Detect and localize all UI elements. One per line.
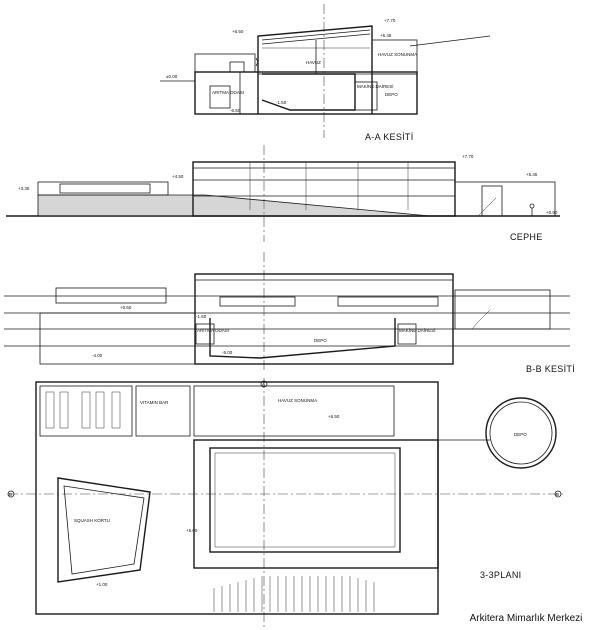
changing-hall [193,385,395,437]
room-label-squash: SQUASH KORTU [74,518,110,523]
axis-marker-a [260,380,268,388]
roof-line-2 [261,33,371,45]
left-wing-window [59,183,151,194]
stair-mark [255,57,259,67]
level-label: +5.45 [380,33,392,38]
annex-stair [477,197,497,217]
room-label-changing: HAVUZ SONUNMA [278,398,317,403]
pool-hall [193,439,439,569]
squash-court-inner [63,485,145,575]
locker [95,391,105,429]
left-wing [37,181,169,196]
level-label: +0.50 [546,210,558,215]
level-label: -1.50 [196,314,207,319]
changing-room-box [371,39,418,75]
axis-marker-b [7,490,15,498]
level-label: -1.50 [276,100,287,105]
roof-line [261,29,371,41]
level-label: +5.45 [526,172,538,177]
right-annex-bb [454,289,551,330]
axis-label-b: B [9,492,12,497]
level-label: +1.00 [96,582,108,587]
left-wing-bb [55,287,167,304]
window-band-right [337,296,439,307]
level-label: +6.50 [232,29,244,34]
axis-label-b-right: B [556,492,559,497]
section-bb: +0.50 -1.50 -5.00 -4.00 ARITMA ODASI MAK… [4,252,575,374]
room-label-treatment: ARITMA ODASI [212,90,244,95]
locker-room [39,385,133,437]
room-label-machine: MAKİNE DAİRESİ [399,327,436,333]
ground-line-right [409,35,491,47]
credit-watermark: Arkitera Mimarlık Merkezi [452,608,600,630]
pool-edge [214,452,396,548]
basement-left [39,312,196,365]
right-annex [454,181,556,217]
vitamin-bar-room [135,385,191,437]
annex-door [481,185,503,217]
locker [45,391,55,429]
entry-block [194,53,256,73]
level-label: -4.00 [92,353,103,358]
stair-box [229,61,245,73]
room-label-storage: DEPO [314,338,327,343]
human-figure [529,203,535,209]
window-band-left [219,296,296,307]
locker [81,391,91,429]
pool-basin-bb [209,318,396,359]
annex-stair-bb [471,309,491,330]
level-label: +0.50 [120,305,132,310]
round-storage-inner [489,401,553,465]
room-label-pool: HAVUZ [306,60,321,65]
pool [209,447,401,553]
room-label-vitamin-bar: VITAMIN BAR [140,400,169,405]
room-label-storage: DEPO [514,432,527,437]
level-label: +6.50 [328,414,340,419]
locker [59,391,69,429]
room-label-storage: DEPO [385,92,398,97]
level-label: +7.70 [384,18,396,23]
main-hall-bb [194,273,454,365]
plan-3-3: A B B VITAMIN BAR HAVUZ SONUNMA +6.50 DE… [7,378,565,630]
locker [111,391,121,429]
room-label-machine: MAKİNE DAİRESİ [357,83,394,89]
round-storage [485,397,557,469]
level-label: +3.35 [18,186,30,191]
level-label: -5.00 [222,350,233,355]
machine-room [354,81,378,111]
section-aa: +6.50 +7.70 +5.45 ±0.00 -6.50 -1.50 HAVU… [160,4,491,142]
level-label: +7.70 [462,154,474,159]
terrace-hatch [213,576,375,612]
basement-outline [194,71,418,115]
axis-marker-b-right [554,490,562,498]
level-label: -6.50 [230,108,241,113]
room-label-changing: HAVUZ SONUNMA [378,52,417,57]
title-elevation: CEPHE [510,232,543,242]
title-section-bb: B-B KESİTİ [526,364,575,374]
level-label: +5.00 [186,528,198,533]
plan-boundary [35,381,439,615]
level-label: ±0.00 [166,74,178,79]
elevation: +7.70 +4.50 +5.45 +3.35 +0.50 CEPHE [6,145,560,242]
machine-room-bb [397,323,417,345]
treatment-room [209,85,231,109]
squash-court [57,477,151,583]
earth-berm [38,195,430,216]
level-label: +4.50 [172,174,184,179]
title-plan: 3-3PLANI [480,570,521,580]
axis-label-a: A [262,382,265,387]
title-section-aa: A-A KESİTİ [365,132,414,142]
treatment-room-bb [195,323,215,345]
room-label-treatment: ARITMA ODASI [197,328,229,333]
